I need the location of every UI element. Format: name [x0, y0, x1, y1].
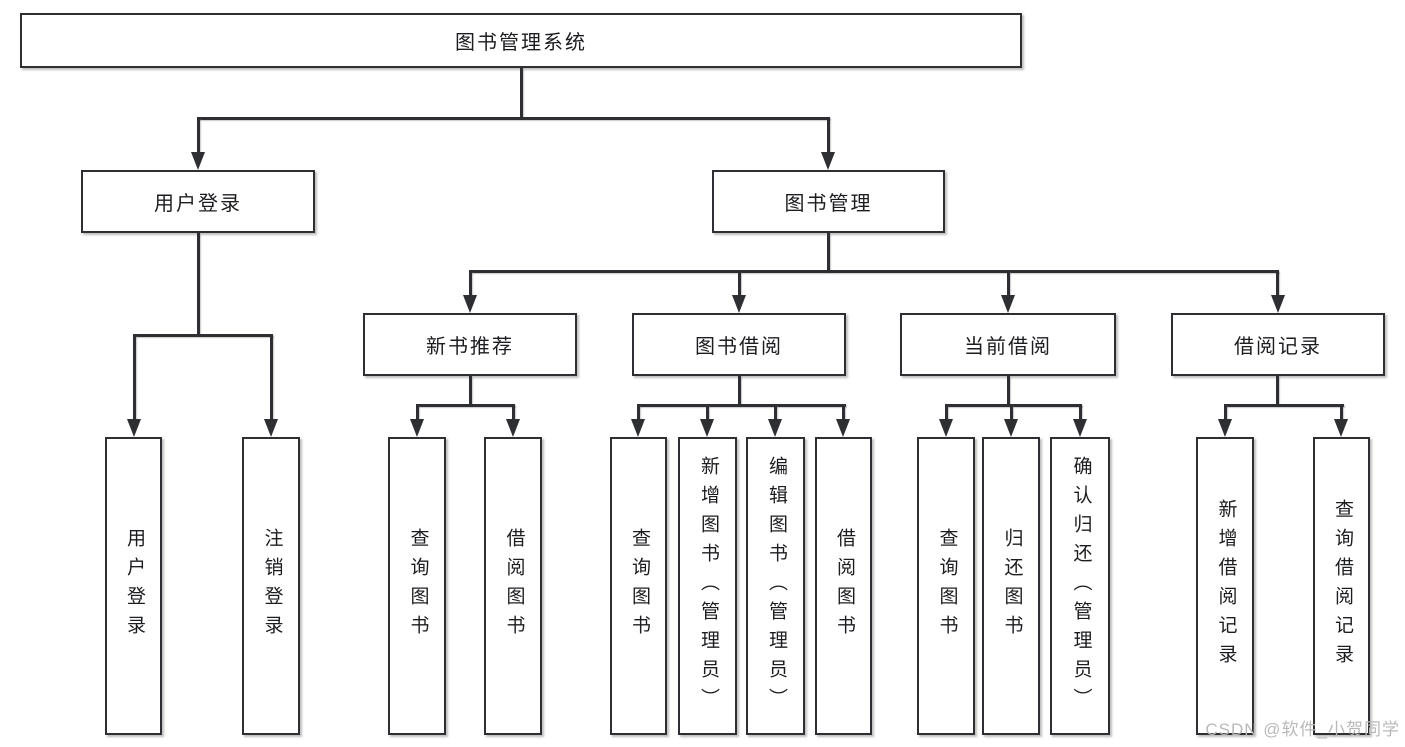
connector-vline	[132, 335, 136, 421]
connector-hline	[636, 403, 846, 407]
connector-hline	[1223, 403, 1344, 407]
node-label: 编辑图书（管理员）	[765, 455, 787, 717]
connector-vline	[269, 335, 273, 421]
arrow-down-icon	[191, 152, 205, 170]
connector-vline	[827, 118, 830, 154]
node-label: 借阅记录	[1234, 336, 1322, 358]
node-label: 借阅图书	[503, 528, 525, 644]
node-borrowing-records: 借阅记录	[1171, 313, 1385, 376]
arrow-down-icon	[939, 419, 953, 437]
node-label: 新增图书（管理员）	[697, 455, 719, 717]
node-label: 图书管理系统	[455, 32, 587, 54]
leaf-add-borrow-record: 新增借阅记录	[1196, 437, 1254, 735]
connector-vline	[468, 271, 472, 297]
connector-vline	[1340, 405, 1343, 421]
leaf-edit-books-admin: 编辑图书（管理员）	[746, 437, 805, 735]
connector-vline	[1223, 405, 1227, 421]
node-label: 注销登录	[261, 528, 283, 644]
connector-vline	[519, 68, 523, 118]
leaf-add-books-admin: 新增图书（管理员）	[678, 437, 737, 735]
node-label: 查询图书	[628, 528, 650, 644]
node-library-management-system: 图书管理系统	[20, 13, 1022, 68]
node-user-login: 用户登录	[81, 170, 315, 233]
node-book-borrowing: 图书借阅	[632, 313, 846, 376]
arrow-down-icon	[1334, 419, 1348, 437]
arrow-down-icon	[506, 419, 520, 437]
leaf-query-books-current: 查询图书	[917, 437, 975, 735]
connector-vline	[774, 405, 777, 421]
connector-vline	[415, 405, 419, 421]
connector-hline	[468, 269, 1279, 273]
connector-vline	[1009, 405, 1013, 421]
arrow-down-icon	[1218, 419, 1232, 437]
connector-vline	[511, 405, 515, 421]
connector-vline	[196, 233, 200, 336]
connector-vline	[1006, 271, 1010, 297]
connector-vline	[196, 118, 200, 154]
node-label: 查询图书	[936, 528, 958, 644]
connector-hline	[196, 116, 830, 120]
leaf-user-login: 用户登录	[105, 437, 162, 735]
leaf-borrow-books-recommend: 借阅图书	[484, 437, 542, 735]
node-label: 当前借阅	[964, 336, 1052, 358]
leaf-return-books: 归还图书	[982, 437, 1040, 735]
leaf-query-borrow-record: 查询借阅记录	[1313, 437, 1370, 735]
leaf-borrow-books: 借阅图书	[815, 437, 872, 735]
connector-vline	[827, 233, 830, 272]
connector-hline	[132, 333, 273, 337]
connector-vline	[636, 405, 640, 421]
leaf-query-books-borrowing: 查询图书	[610, 437, 667, 735]
arrow-down-icon	[264, 419, 278, 437]
arrow-down-icon	[1001, 295, 1015, 313]
arrow-down-icon	[732, 295, 746, 313]
arrow-down-icon	[631, 419, 645, 437]
node-label: 图书借阅	[695, 336, 783, 358]
node-label: 用户登录	[123, 528, 145, 644]
arrow-down-icon	[700, 419, 714, 437]
connector-vline	[1006, 376, 1010, 406]
arrow-down-icon	[836, 419, 850, 437]
node-book-management: 图书管理	[712, 170, 945, 233]
connector-vline	[737, 376, 741, 406]
connector-vline	[1276, 376, 1279, 406]
arrow-down-icon	[463, 295, 477, 313]
connector-vline	[944, 405, 948, 421]
node-label: 查询图书	[407, 528, 429, 644]
connector-vline	[1078, 405, 1082, 421]
leaf-query-books-recommend: 查询图书	[388, 437, 446, 735]
watermark-csdn: CSDN @软件_小贺同学	[1205, 720, 1400, 739]
connector-vline	[1276, 271, 1279, 297]
connector-vline	[842, 405, 845, 421]
connector-vline	[706, 405, 709, 421]
connector-vline	[737, 271, 741, 297]
node-label: 新增借阅记录	[1215, 499, 1237, 673]
node-new-book-recommendation: 新书推荐	[363, 313, 577, 376]
arrow-down-icon	[127, 419, 141, 437]
node-label: 新书推荐	[426, 336, 514, 358]
node-label: 归还图书	[1001, 528, 1023, 644]
node-label: 查询借阅记录	[1331, 499, 1353, 673]
leaf-confirm-return-admin: 确认归还（管理员）	[1050, 437, 1110, 735]
arrow-down-icon	[1270, 295, 1285, 313]
node-label: 借阅图书	[833, 528, 855, 644]
node-current-borrowing: 当前借阅	[900, 313, 1116, 376]
node-label: 确认归还（管理员）	[1070, 455, 1092, 717]
node-label: 图书管理	[784, 193, 873, 215]
leaf-logout: 注销登录	[242, 437, 300, 735]
connector-hline	[944, 403, 1082, 407]
arrow-down-icon	[1004, 419, 1018, 437]
node-label: 用户登录	[154, 193, 242, 215]
connector-vline	[468, 376, 472, 406]
arrow-down-icon	[1073, 419, 1087, 437]
arrow-down-icon	[821, 152, 835, 170]
arrow-down-icon	[768, 419, 782, 437]
arrow-down-icon	[410, 419, 424, 437]
connector-hline	[415, 403, 515, 407]
